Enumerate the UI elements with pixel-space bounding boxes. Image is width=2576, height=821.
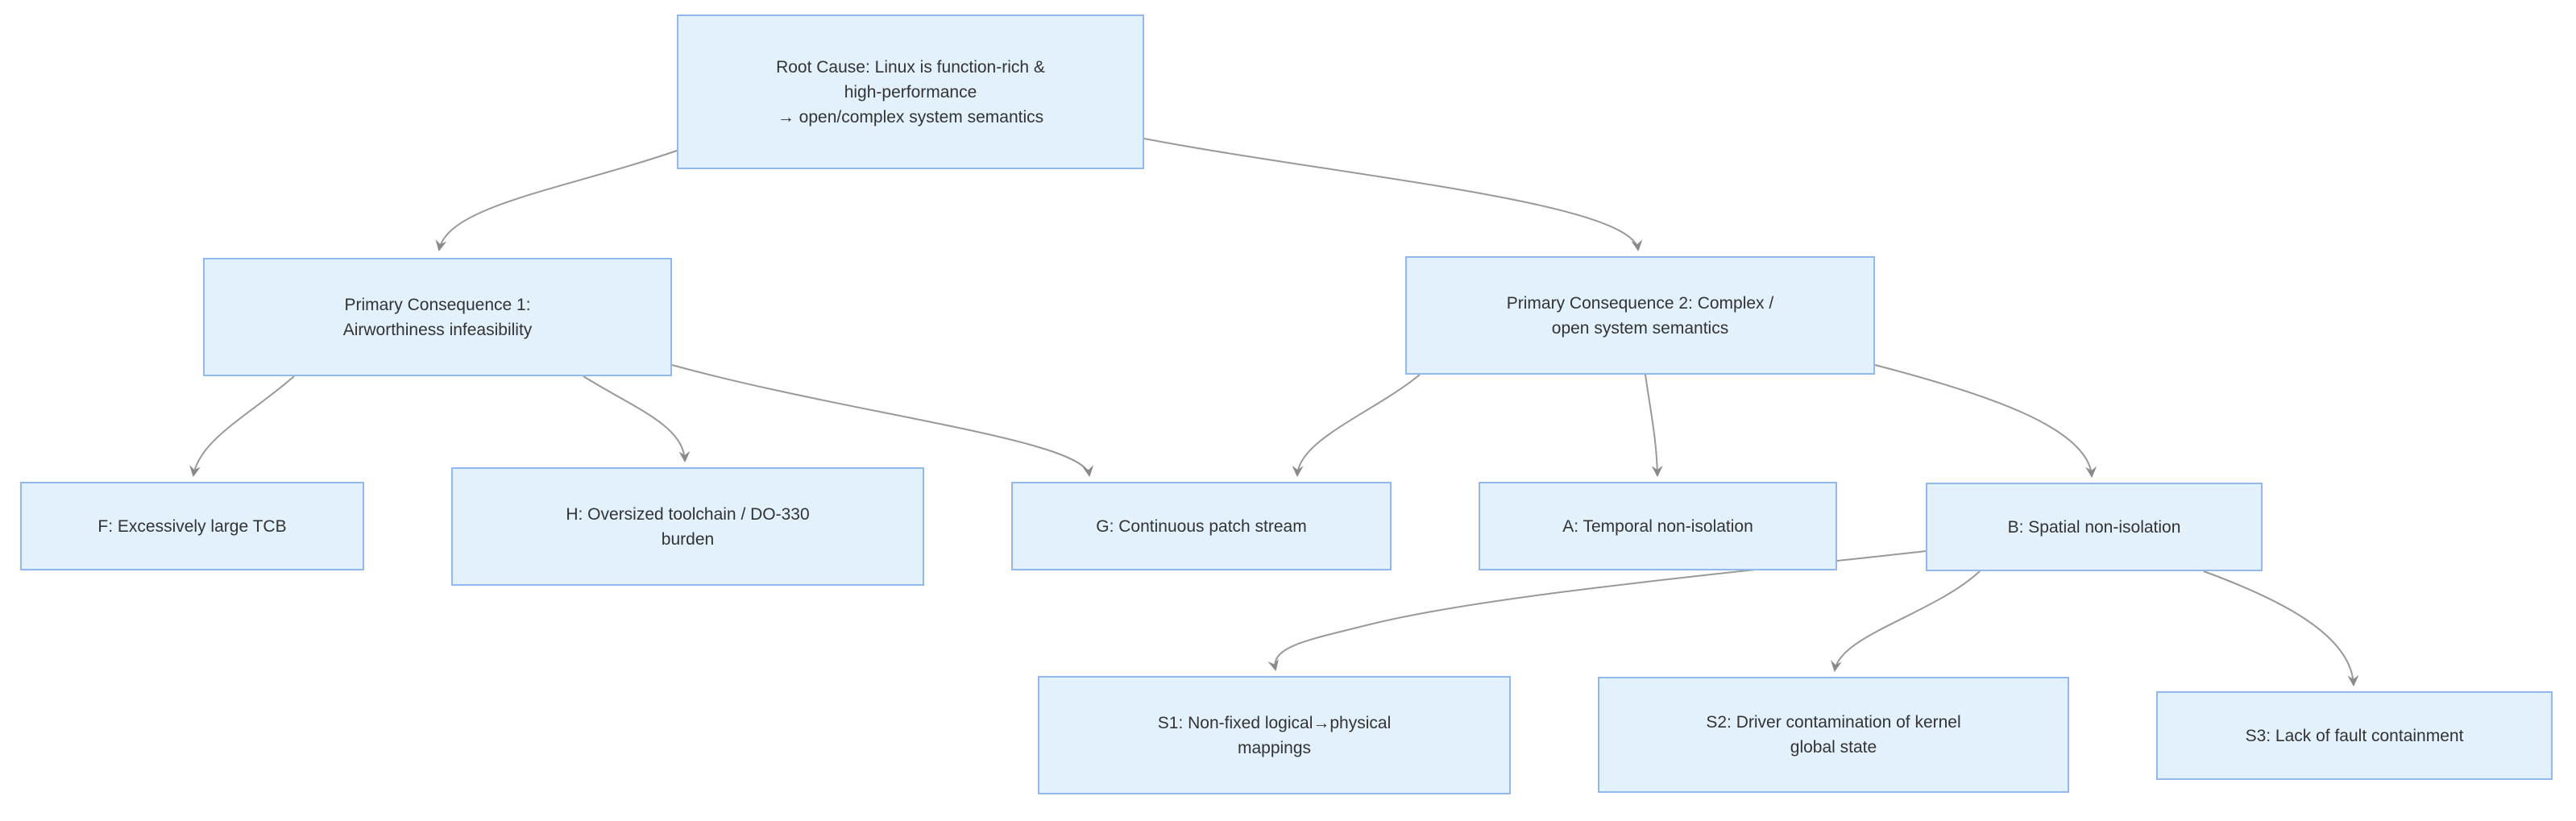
node-g-patch-stream: G: Continuous patch stream [1011,482,1392,570]
node-primary-consequence-1-label: Primary Consequence 1: Airworthiness inf… [342,295,533,339]
node-s2-driver-contamination: S2: Driver contamination of kernel globa… [1598,677,2069,793]
node-s3-fault-containment-label: S3: Lack of fault containment [2245,726,2464,745]
node-root-cause: Root Cause: Linux is function-rich & hig… [677,15,1144,169]
node-s1-non-fixed-mappings: S1: Non-fixed logical→physical mappings [1038,676,1511,794]
node-s1-non-fixed-mappings-label: S1: Non-fixed logical→physical mappings [1157,713,1392,757]
node-g-patch-stream-label: G: Continuous patch stream [1096,516,1307,536]
edge-pc1-g [671,364,1094,478]
node-primary-consequence-1: Primary Consequence 1: Airworthiness inf… [203,258,672,376]
node-f-large-tcb: F: Excessively large TCB [20,482,364,570]
node-f-large-tcb-label: F: Excessively large TCB [97,516,287,536]
node-a-temporal-non-isolation: A: Temporal non-isolation [1479,482,1837,570]
edge-b-s2 [1830,570,1981,673]
edge-pc2-a [1645,374,1663,478]
edge-pc1-h [583,375,691,463]
node-a-temporal-non-isolation-label: A: Temporal non-isolation [1562,516,1753,536]
node-b-spatial-non-isolation: B: Spatial non-isolation [1926,483,2263,571]
edge-pc1-f [189,375,295,478]
node-primary-consequence-2-label: Primary Consequence 2: Complex / open sy… [1506,293,1774,338]
node-s3-fault-containment: S3: Lack of fault containment [2156,691,2553,780]
node-h-toolchain-burden-label: H: Oversized toolchain / DO-330 burden [566,504,810,549]
edge-pc2-b [1874,364,2097,479]
node-s2-driver-contamination-label: S2: Driver contamination of kernel globa… [1706,713,1961,757]
node-primary-consequence-2: Primary Consequence 2: Complex / open sy… [1405,256,1875,375]
edge-pc2-g [1292,374,1421,478]
node-h-toolchain-burden: H: Oversized toolchain / DO-330 burden [451,467,924,586]
node-root-cause-label: Root Cause: Linux is function-rich & hig… [776,57,1045,126]
edge-root-pc2 [1143,138,1643,252]
edge-b-s3 [2203,570,2359,687]
edge-root-pc1 [435,150,678,252]
node-b-spatial-non-isolation-label: B: Spatial non-isolation [2007,517,2181,537]
